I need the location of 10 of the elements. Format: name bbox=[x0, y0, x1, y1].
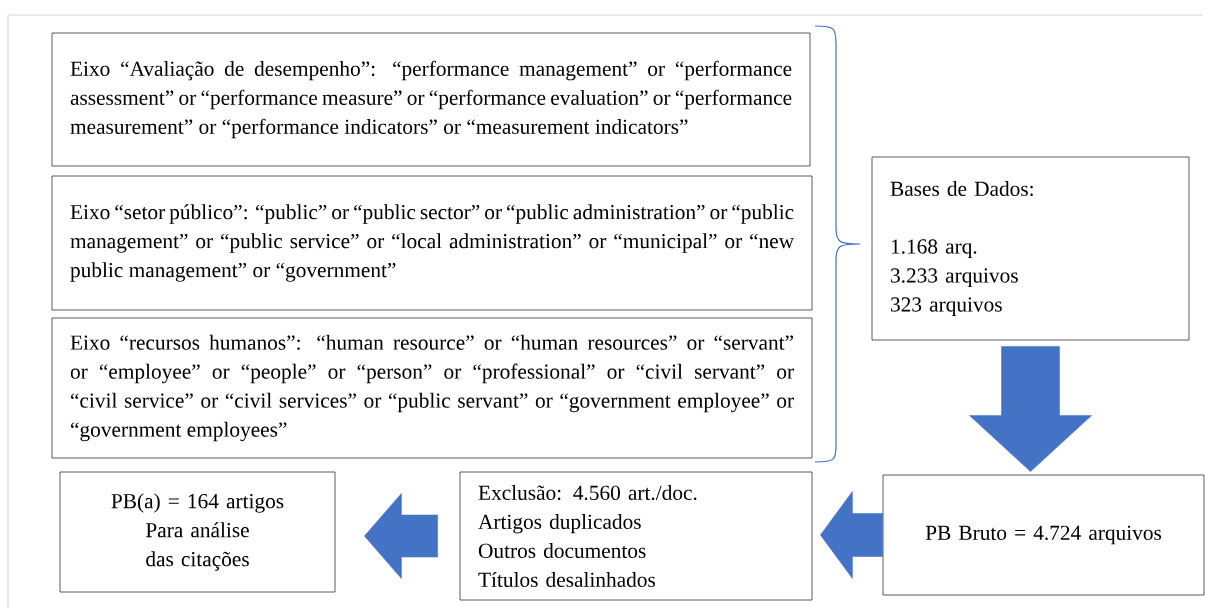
block-arrow bbox=[820, 491, 883, 579]
text-box: Exclusão: 4.560 art./doc. Artigos duplicados Outros documentos Títulos desalinhados bbox=[459, 471, 813, 601]
text-box: Eixo “Avaliação de desempenho”: “performance management” or “performance assessment” or “performance measure” or “performance evaluation” or “performance measurement” or “performance indicators” or “measurement indicators” bbox=[51, 32, 811, 167]
text-box: Bases de Dados: 1.168 arq. 3.233 arquivos 323 arquivos bbox=[871, 156, 1190, 341]
text-box: PB(a) = 164 artigos Para análise das citações bbox=[59, 471, 336, 593]
text-box: PB Bruto = 4.724 arquivos bbox=[882, 474, 1205, 596]
text-box: Eixo “setor público”: “public” or “public sector” or “public administration” or “public management” or “public service” or “local administration” or “municipal” or “new public management” or “government” bbox=[51, 175, 813, 311]
block-arrow bbox=[969, 346, 1092, 472]
block-arrow bbox=[364, 493, 438, 579]
text-box: Eixo “recursos humanos”: “human resource” or “human resources” or “servant” or “employee” or “people” or “person” or “professional” or “civil servant” or “civil service” or “civil services” or “public servant” or “government employee” or “government employees” bbox=[51, 317, 813, 459]
